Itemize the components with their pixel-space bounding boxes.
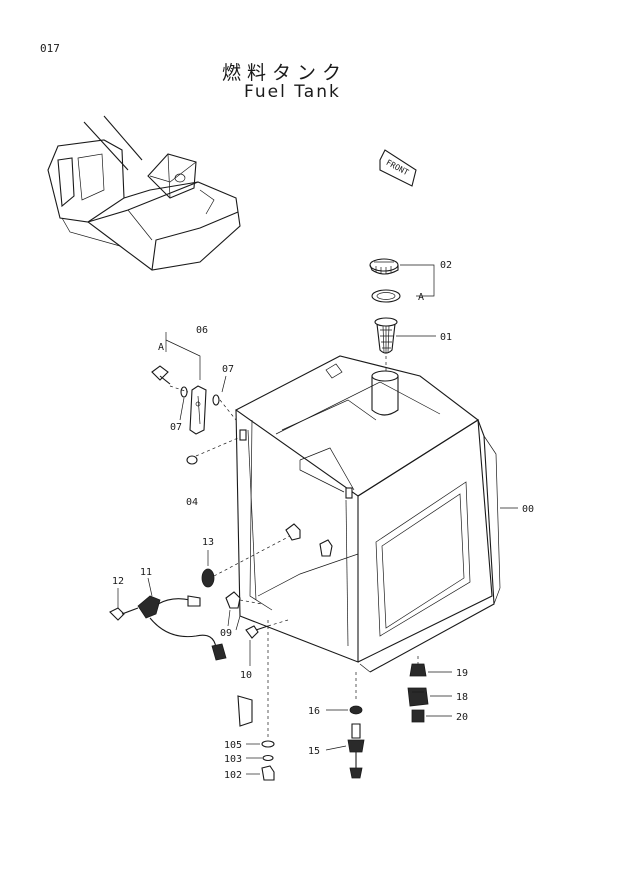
- part-label-12: 12: [112, 576, 124, 587]
- part-label-15: 15: [308, 746, 320, 757]
- ref-label-a-bracket: A: [158, 342, 164, 353]
- washer-04: [186, 455, 198, 465]
- plug-20: [411, 709, 425, 723]
- bracket-plate: [189, 385, 207, 435]
- callout-line-07-upper: [221, 375, 227, 393]
- callout-line-02: [400, 264, 435, 297]
- part-label-105: 105: [224, 740, 242, 751]
- callout-line-09: [227, 609, 231, 627]
- leader-10: [267, 619, 289, 627]
- part-label-13: 13: [202, 537, 214, 548]
- ref-label-a-gasket: A: [418, 292, 424, 303]
- part-label-102: 102: [224, 770, 242, 781]
- washer-103: [262, 754, 274, 762]
- valve-18: [407, 687, 429, 707]
- excavator-locator-icon: [47, 115, 241, 271]
- part-label-103: 103: [224, 754, 242, 765]
- part-label-00: 00: [522, 504, 534, 515]
- page-title-japanese: 燃料タンク: [222, 62, 348, 84]
- part-label-19: 19: [456, 668, 468, 679]
- tank-fitting-lower: [319, 539, 333, 557]
- part-label-18: 18: [456, 692, 468, 703]
- drain-cover-plate: [237, 695, 253, 727]
- part-label-07-upper: 07: [222, 364, 234, 375]
- part-label-06: 06: [196, 325, 208, 336]
- part-label-11: 11: [140, 567, 152, 578]
- part-label-16: 16: [308, 706, 320, 717]
- drain-valve-15: [347, 723, 365, 779]
- part-label-04: 04: [186, 497, 198, 508]
- front-direction-tag: FRONT: [379, 149, 417, 187]
- fitting-19: [409, 663, 427, 677]
- bolt-12: [109, 607, 139, 621]
- leader-13: [213, 535, 291, 577]
- part-label-01: 01: [440, 332, 452, 343]
- part-label-07-lower: 07: [170, 422, 182, 433]
- fuel-tank-body: [234, 355, 501, 673]
- level-sensor-11: [137, 595, 227, 661]
- leader-04: [195, 437, 239, 457]
- bolt-10: [245, 625, 269, 639]
- callout-line-11: [147, 577, 153, 597]
- washer-right-07: [212, 394, 220, 406]
- part-label-20: 20: [456, 712, 468, 723]
- mounting-bolt-left: [151, 365, 171, 385]
- clamp-09: [225, 591, 241, 609]
- callout-line-15: [325, 745, 347, 751]
- callout-line-06: [165, 339, 201, 380]
- part-label-10: 10: [240, 670, 252, 681]
- page-number: 017: [40, 42, 60, 55]
- bolt-102: [261, 765, 275, 781]
- filler-neck: [371, 370, 399, 416]
- cap-gasket-ring: [371, 289, 401, 303]
- part-label-09: 09: [220, 628, 232, 639]
- filler-cap: [369, 258, 399, 275]
- leader-09: [239, 599, 263, 605]
- drain-plate-13: [201, 568, 215, 588]
- part-label-02: 02: [440, 260, 452, 271]
- strainer-filter: [374, 317, 398, 354]
- page-title-english: Fuel Tank: [244, 82, 341, 102]
- bracket-leader-dashes: [169, 385, 237, 421]
- tank-fitting-upper: [285, 523, 301, 541]
- washer-16: [349, 705, 363, 715]
- washer-105: [261, 740, 275, 748]
- callout-line-07-lower: [179, 397, 185, 421]
- washer-left-07: [180, 386, 188, 398]
